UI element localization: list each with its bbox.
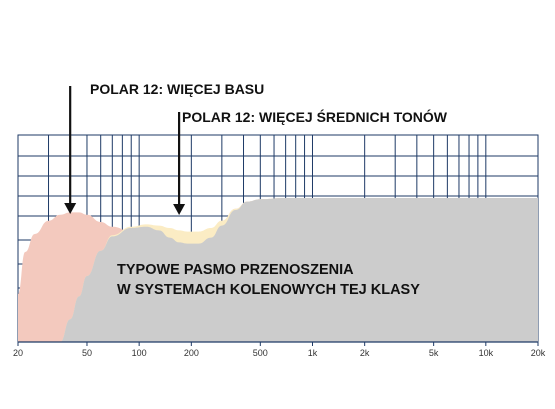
- x-tick-label: 500: [253, 348, 268, 358]
- x-tick-label: 5k: [429, 348, 439, 358]
- x-tick-label: 20k: [531, 348, 546, 358]
- response-areas: [18, 198, 538, 342]
- x-tick-label: 1k: [308, 348, 318, 358]
- typical-response-line-1: TYPOWE PASMO PRZENOSZENIA: [117, 262, 354, 278]
- response-area-3: [60, 198, 538, 342]
- x-tick-label: 200: [184, 348, 199, 358]
- x-tick-label: 100: [132, 348, 147, 358]
- typical-response-line-2: W SYSTEMACH KOLENOWYCH TEJ KLASY: [117, 282, 420, 298]
- arrow-mids-head: [173, 204, 186, 215]
- annotation-more-bass: POLAR 12: WIĘCEJ BASU: [90, 81, 264, 97]
- x-tick-label: 20: [13, 348, 23, 358]
- x-tick-label: 2k: [360, 348, 370, 358]
- x-tick-label: 10k: [479, 348, 494, 358]
- annotation-more-mids: POLAR 12: WIĘCEJ ŚREDNICH TONÓW: [182, 108, 448, 125]
- annotations: POLAR 12: WIĘCEJ BASU POLAR 12: WIĘCEJ ŚR…: [64, 81, 448, 298]
- arrow-bass-head: [64, 203, 77, 214]
- x-axis: 20 50 100 200 500 1k 2k 5k 10k 20k: [13, 341, 546, 358]
- x-tick-label: 50: [82, 348, 92, 358]
